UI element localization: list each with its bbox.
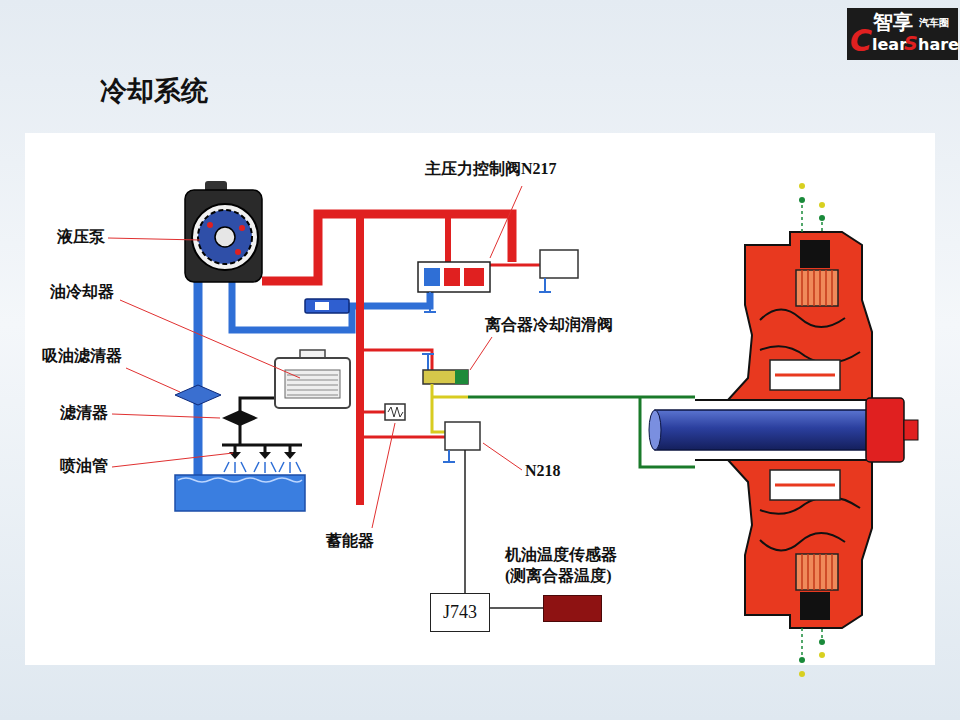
logo-letter: S bbox=[904, 33, 918, 55]
main-pressure-valve-part bbox=[418, 262, 490, 292]
clutch-assembly-part bbox=[866, 398, 904, 462]
main-pressure-valve-part bbox=[424, 268, 440, 286]
main-pressure-valve-part bbox=[424, 292, 436, 312]
slide-title: 冷却系统 bbox=[100, 76, 208, 107]
spray-pipe-part bbox=[259, 452, 271, 459]
main-pressure-valve-part bbox=[540, 250, 578, 278]
red-pressure-lines-part bbox=[360, 350, 432, 370]
n218-valve bbox=[443, 422, 480, 593]
main-pressure-valve-part bbox=[539, 278, 551, 292]
clutch-assembly-part bbox=[904, 420, 918, 440]
oil-cooler-part bbox=[287, 375, 338, 395]
blue-return-lines-part bbox=[305, 299, 349, 313]
red-pressure-lines-part bbox=[360, 411, 385, 414]
accumulator-part bbox=[388, 407, 403, 417]
part-label: 液压泵 bbox=[57, 228, 105, 246]
logo-text: lear bbox=[872, 36, 907, 54]
clutch-assembly-part bbox=[695, 460, 872, 677]
clutch-assembly-part bbox=[695, 183, 872, 400]
blue-return-lines-part bbox=[315, 302, 329, 310]
n218-valve-part bbox=[464, 450, 466, 593]
spray-pipe-part bbox=[235, 445, 290, 452]
part-label: 喷油管 bbox=[60, 457, 108, 475]
sensor-body bbox=[543, 595, 602, 622]
n218-valve-part bbox=[443, 450, 455, 462]
main-pressure-valve-part bbox=[464, 268, 484, 286]
oil-tank-part bbox=[175, 475, 305, 511]
main-pressure-valve-part bbox=[444, 268, 460, 286]
spray-pipe-part bbox=[224, 462, 301, 473]
n218-valve-part bbox=[445, 422, 480, 450]
clutch-assembly bbox=[649, 183, 918, 677]
part-label: 油冷却器 bbox=[50, 283, 114, 301]
leader-lines-part bbox=[112, 414, 220, 418]
oil-tank-part bbox=[178, 478, 302, 482]
oil-tank bbox=[175, 475, 305, 511]
clutch-cooling-valve-part bbox=[432, 396, 468, 399]
blue-return-lines-part bbox=[232, 282, 430, 330]
part-label: 滤清器 bbox=[60, 404, 108, 422]
control-unit-box: J743 bbox=[430, 593, 490, 632]
clutch-assembly-part bbox=[649, 410, 661, 450]
part-label: 离合器冷却润滑阀 bbox=[485, 316, 613, 334]
part-label: 吸油滤清器 bbox=[42, 347, 122, 365]
hydraulic-pump-part bbox=[239, 225, 245, 231]
part-label: 蓄能器 bbox=[326, 532, 374, 550]
logo-text: 智享 bbox=[873, 11, 913, 34]
clutch-assembly-part bbox=[655, 410, 870, 450]
suction-filter bbox=[175, 385, 221, 405]
clutch-cooling-valve bbox=[422, 354, 695, 467]
node-text: J743 bbox=[443, 602, 477, 623]
hydraulic-pump-part bbox=[215, 227, 235, 247]
red-pressure-lines-part bbox=[445, 214, 451, 262]
sensor-label: 机油温度传感器 (测离合器温度) bbox=[505, 545, 675, 587]
part-label: 主压力控制阀N217 bbox=[425, 160, 557, 178]
blue-return-lines bbox=[198, 282, 430, 490]
sensor-node: 机油温度传感器 (测离合器温度) bbox=[505, 545, 675, 622]
suction-filter-part bbox=[175, 385, 221, 405]
hydraulic-pump-part bbox=[192, 204, 258, 270]
red-pressure-lines-part bbox=[488, 264, 540, 267]
spray-pipe bbox=[222, 398, 302, 473]
spray-pipe-part bbox=[284, 452, 296, 459]
leader-lines-part bbox=[470, 337, 492, 370]
leader-lines-part bbox=[120, 300, 300, 378]
accumulator bbox=[385, 404, 405, 420]
leader-lines-part bbox=[112, 453, 233, 467]
leader-lines-part bbox=[126, 368, 180, 392]
main-pressure-valve bbox=[418, 250, 578, 312]
hydraulic-pump-part bbox=[185, 190, 262, 282]
clutch-cooling-valve-part bbox=[423, 370, 468, 384]
hydraulic-pump bbox=[185, 181, 262, 282]
leader-lines-part bbox=[483, 443, 522, 470]
hydraulic-pump-part bbox=[207, 222, 213, 228]
hydraulic-pump-part bbox=[235, 249, 241, 255]
logo-text: 汽车圈 bbox=[919, 17, 949, 29]
oil-cooler bbox=[275, 350, 350, 408]
leader-lines-part bbox=[372, 423, 395, 528]
signal-wire bbox=[490, 607, 543, 609]
red-pressure-lines-part bbox=[360, 436, 445, 439]
part-label: N218 bbox=[525, 462, 561, 480]
clutch-cooling-valve-part bbox=[432, 384, 445, 432]
logo-text: hare bbox=[918, 36, 959, 54]
hydraulic-pump-part bbox=[198, 210, 252, 264]
oil-cooler-part bbox=[285, 370, 340, 398]
leader-lines bbox=[108, 186, 522, 528]
red-pressure-lines bbox=[262, 214, 540, 505]
spray-pipe-part bbox=[222, 410, 258, 426]
clutch-cooling-valve-part bbox=[455, 370, 468, 384]
leader-lines-part bbox=[490, 186, 522, 258]
leader-lines-part bbox=[108, 238, 200, 240]
oil-cooler-part bbox=[275, 358, 350, 408]
red-pressure-lines-part bbox=[356, 214, 364, 505]
clutch-cooling-valve-part bbox=[422, 354, 434, 370]
logo-letter: C bbox=[850, 24, 872, 59]
accumulator-part bbox=[385, 404, 405, 420]
